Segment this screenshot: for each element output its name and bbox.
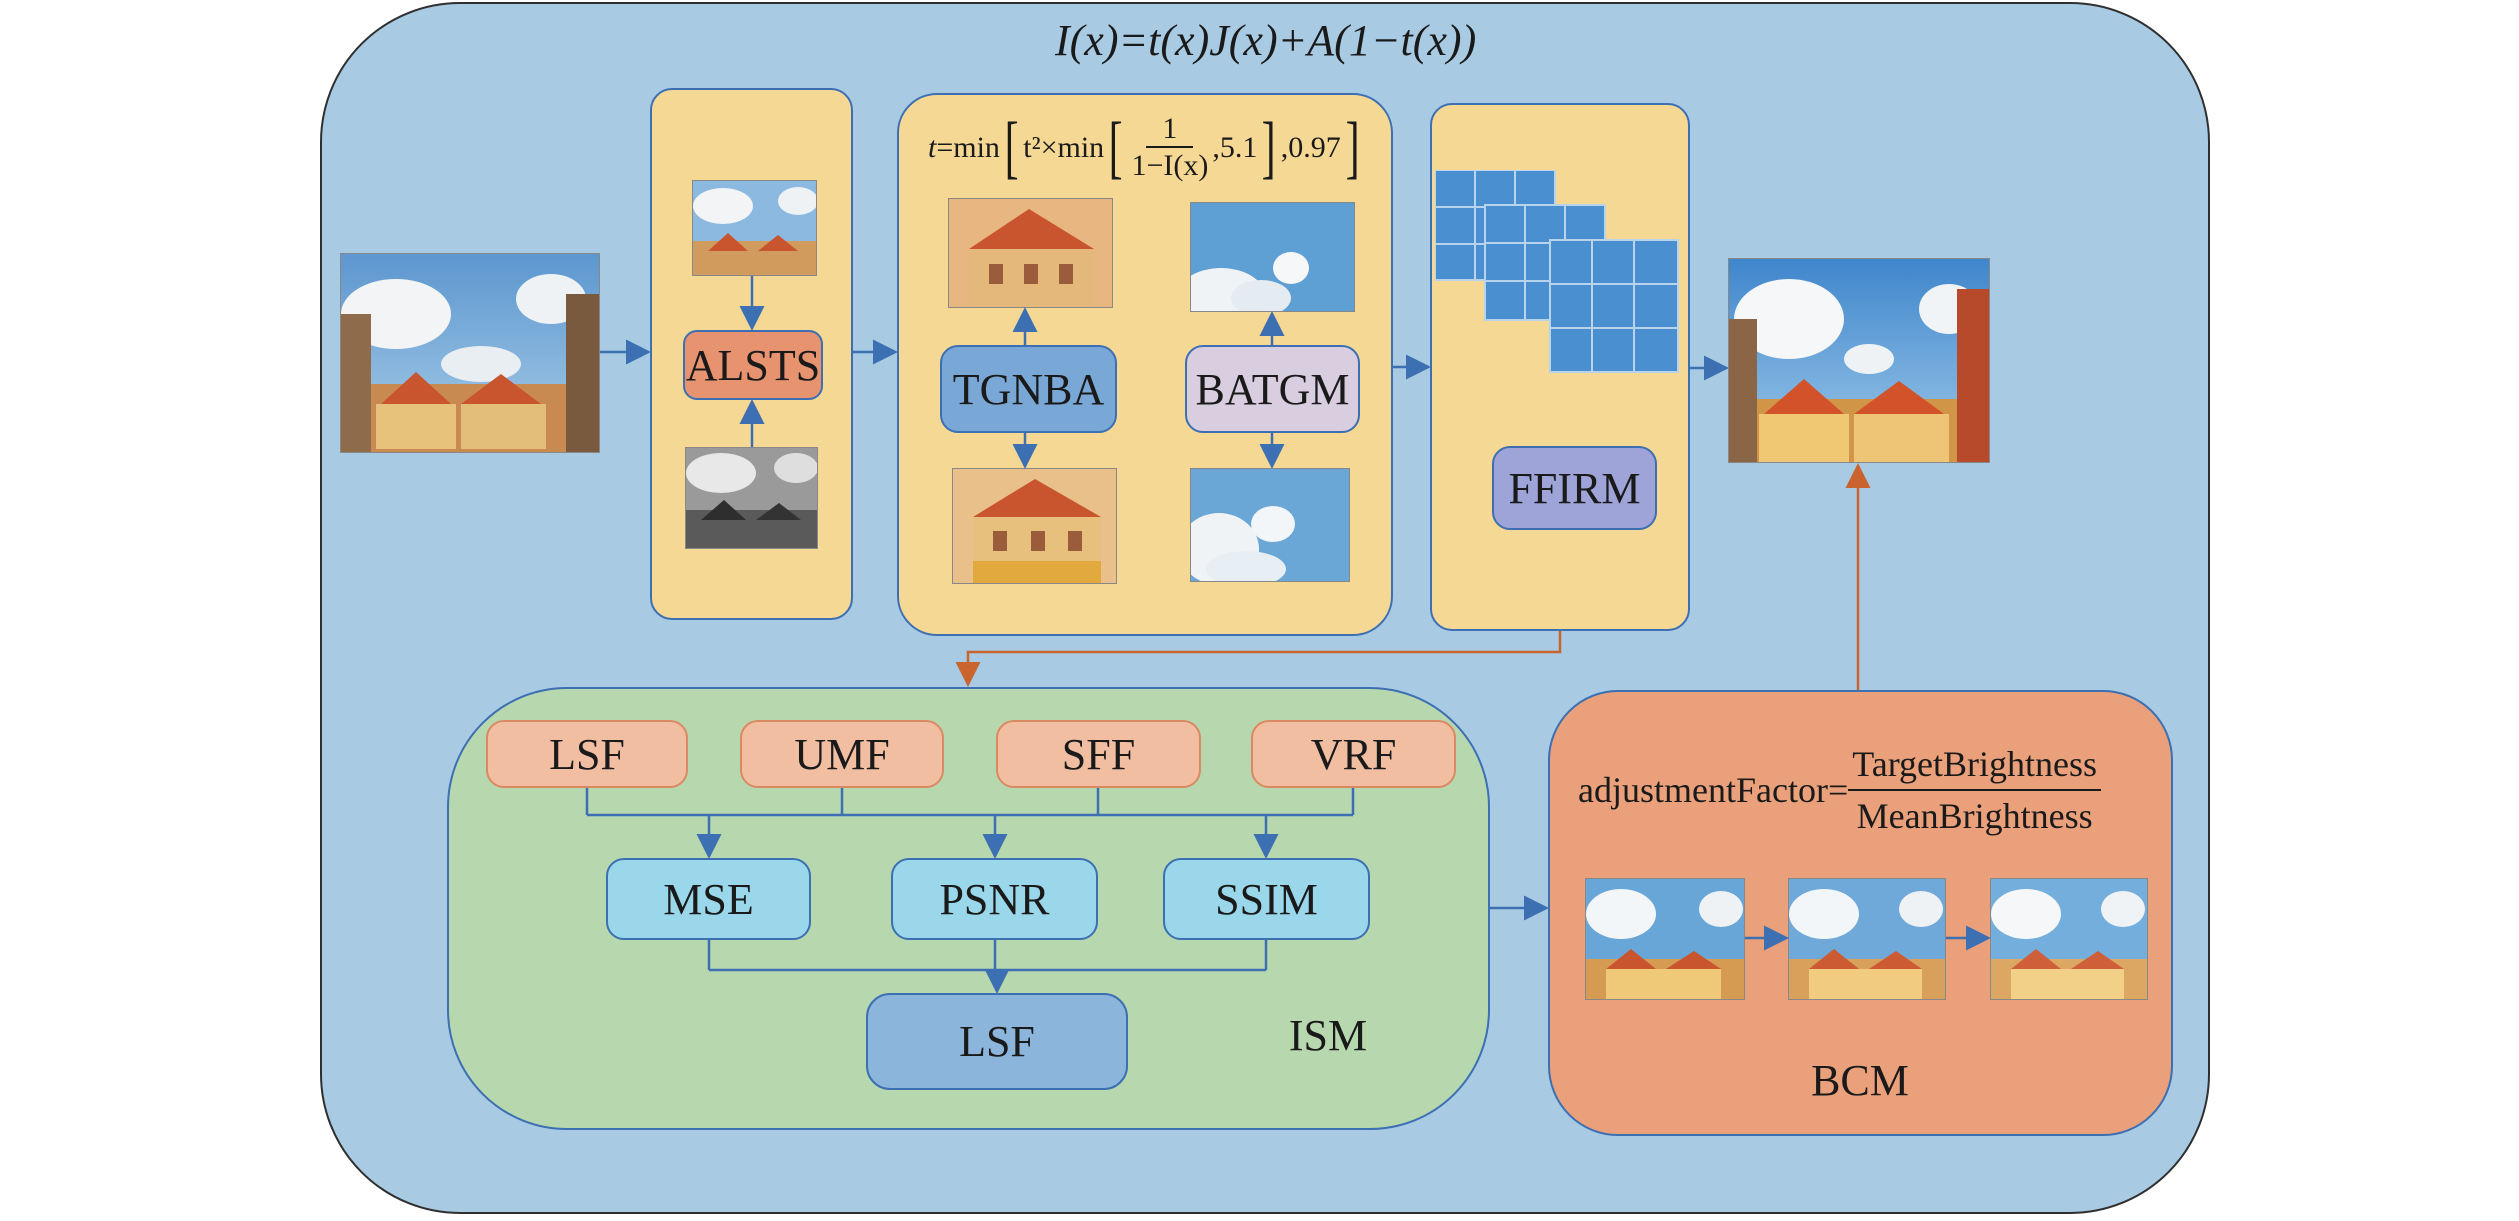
filter-label-lsf: LSF <box>549 729 625 779</box>
metric-label-ssim: SSIM <box>1215 874 1318 924</box>
feature-grid-3 <box>1549 239 1679 373</box>
t-symbol: t <box>928 131 937 164</box>
metric-label-psnr: PSNR <box>939 874 1050 924</box>
ffirm-label: FFIRM <box>1508 463 1641 513</box>
outer-bracket-right: ] <box>1345 109 1360 186</box>
inner-bracket-right: ] <box>1262 109 1277 186</box>
t-after-fraction: ,5.1 <box>1212 131 1258 164</box>
ism-output-label: LSF <box>959 1017 1035 1066</box>
fraction-numerator: 1 <box>1146 112 1194 148</box>
tgnba-module: TGNBA <box>940 345 1117 433</box>
filter-box-lsf: LSF <box>486 720 688 788</box>
ism-output-box: LSF <box>866 993 1128 1090</box>
inner-bracket-left: [ <box>1108 109 1123 186</box>
batgm-top-image <box>1190 202 1355 312</box>
metric-box-mse: MSE <box>606 858 811 940</box>
ffirm-module: FFIRM <box>1492 446 1657 530</box>
ism-label: ISM <box>1288 1011 1368 1060</box>
t-eq-min: =min <box>936 131 1000 164</box>
filter-label-umf: UMF <box>794 729 890 779</box>
alsts-label: ALSTS <box>685 340 821 390</box>
t-inner-prefix: t²×min <box>1023 131 1105 164</box>
filter-label-sff: SFF <box>1061 729 1136 779</box>
filter-label-vrf: VRF <box>1310 729 1397 779</box>
input-image <box>340 253 600 453</box>
bcm-numerator: TargetBrightness <box>1848 743 2102 791</box>
tgnba-top-image <box>948 198 1113 308</box>
batgm-bottom-image <box>1190 468 1350 582</box>
output-image <box>1728 258 1990 463</box>
filter-box-sff: SFF <box>996 720 1201 788</box>
bcm-image-2 <box>1788 878 1946 1000</box>
outer-bracket-left: [ <box>1004 109 1019 186</box>
fraction-denominator: 1−I(x) <box>1131 149 1209 182</box>
metric-label-mse: MSE <box>663 874 754 924</box>
model-equation: I(x)=t(x)J(x)+A(1−t(x)) <box>1055 16 1477 65</box>
bcm-image-1 <box>1585 878 1745 1000</box>
feature-grid-stack <box>1435 170 1680 375</box>
transmission-formula: t =min [ t²×min [ 1 1−I(x) ,5.1 ] ,0.97 … <box>928 108 1364 188</box>
bcm-lhs: adjustmentFactor= <box>1578 770 1849 810</box>
bcm-denominator: MeanBrightness <box>1856 796 2093 836</box>
filter-box-vrf: VRF <box>1251 720 1456 788</box>
bcm-fraction: TargetBrightness MeanBrightness <box>1848 743 2102 837</box>
metric-box-psnr: PSNR <box>891 858 1098 940</box>
batgm-module: BATGM <box>1185 345 1360 433</box>
tgnba-bottom-image <box>952 468 1117 584</box>
grayscale-image-thumbnail <box>685 447 818 549</box>
filter-box-umf: UMF <box>740 720 944 788</box>
t-after-bracket: ,0.97 <box>1280 131 1341 164</box>
batgm-label: BATGM <box>1195 364 1350 414</box>
alsts-module: ALSTS <box>683 330 823 400</box>
t-fraction: 1 1−I(x) <box>1131 112 1208 184</box>
bcm-label: BCM <box>1811 1056 1909 1105</box>
bcm-image-3 <box>1990 878 2148 1000</box>
tgnba-label: TGNBA <box>952 364 1105 414</box>
metric-box-ssim: SSIM <box>1163 858 1370 940</box>
color-image-thumbnail <box>692 180 817 276</box>
bcm-formula: adjustmentFactor= TargetBrightness MeanB… <box>1578 735 2102 845</box>
